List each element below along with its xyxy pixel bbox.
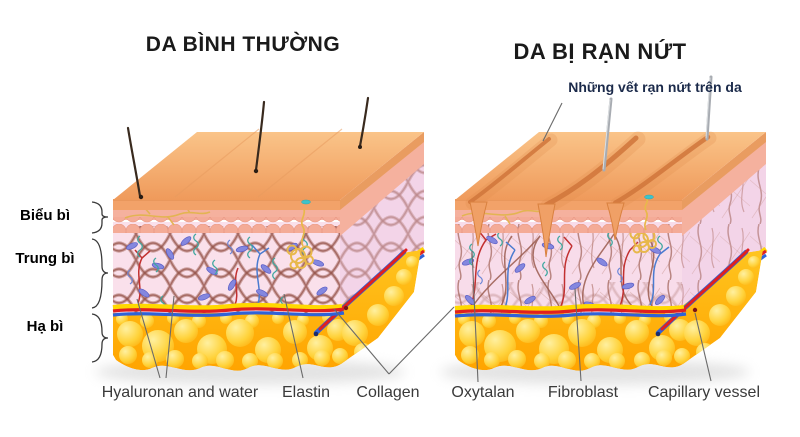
leader-hyaluronan-1: [136, 298, 161, 379]
sweat-duct: [300, 208, 306, 247]
label-epidermis: Biểu bì: [19, 207, 70, 224]
elastin-squiggles: [469, 231, 663, 285]
leader-collagen-left: [333, 308, 390, 375]
leader-stretch-mark-3: [705, 75, 713, 141]
brace-dermis: [91, 238, 109, 309]
leader-fibroblast: [574, 288, 582, 382]
capillary-band: [454, 303, 698, 318]
sweat-pore: [644, 194, 654, 200]
sweat-duct: [644, 198, 649, 231]
skin-surface-top: [455, 131, 766, 214]
capillary-vessel-diagonal: [655, 248, 750, 337]
right-title: DA BỊ RẠN NỨT: [513, 39, 687, 64]
brace-hypodermis: [91, 313, 109, 363]
capillary-vessel-diagonal: [313, 248, 408, 337]
stretch-mark-notches: [469, 201, 625, 258]
sweat-pore: [301, 199, 311, 205]
leader-hyaluronan-2: [165, 295, 175, 379]
leader-collagen-right: [388, 306, 455, 375]
capillary-band: [112, 302, 349, 317]
dermis-stretched: [455, 222, 682, 313]
dermis-normal: [113, 222, 340, 313]
skin-surface-edge: [113, 199, 340, 210]
label-oxytalan: Oxytalan: [451, 384, 515, 401]
leader-stretch-mark-2: [602, 97, 613, 172]
skin-surface-top: [113, 128, 424, 200]
hairs: [126, 96, 370, 200]
stretched-skin-block: [440, 131, 768, 385]
brace-epidermis: [91, 201, 109, 234]
label-elastin: Elastin: [281, 384, 331, 401]
leader-stretch-mark-1: [542, 102, 563, 142]
sweat-gland: [286, 244, 314, 270]
right-subtitle: Những vết rạn nứt trên da: [568, 79, 742, 95]
label-hypodermis: Hạ bì: [26, 318, 64, 335]
leader-capillary: [694, 312, 712, 382]
label-dermis: Trung bì: [15, 250, 75, 267]
left-title: DA BÌNH THƯỜNG: [145, 33, 341, 56]
label-capillary: Capillary vessel: [647, 384, 761, 401]
label-fibroblast: Fibroblast: [547, 384, 619, 401]
label-collagen: Collagen: [356, 384, 420, 401]
leader-elastin: [283, 293, 304, 379]
epidermis-stretched: [455, 203, 682, 233]
label-hyaluronan: Hyaluronan and water: [101, 384, 259, 401]
annotation-lines: [91, 75, 713, 383]
normal-skin-block: [95, 96, 426, 385]
skin-surface-edge: [455, 199, 682, 210]
leader-oxytalan: [471, 250, 479, 383]
